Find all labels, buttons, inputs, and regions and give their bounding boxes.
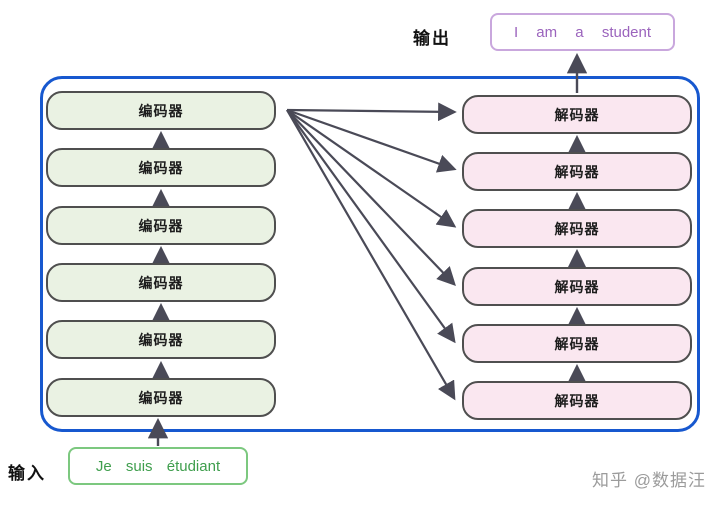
output-label: 输出 [413, 29, 451, 48]
encoder-block-1: 编码器 [46, 91, 276, 130]
input-label: 输入 [8, 464, 46, 483]
decoder-block-4: 解码器 [462, 267, 692, 306]
encoder-label: 编码器 [138, 274, 184, 291]
model-container-outline [40, 76, 700, 432]
encoder-block-5: 编码器 [46, 320, 276, 359]
encoder-label: 编码器 [138, 389, 184, 406]
watermark-zhihu: 知乎 @数据汪 [592, 471, 706, 490]
encoder-label: 编码器 [138, 331, 184, 348]
encoder-label: 编码器 [138, 102, 184, 119]
decoder-label: 解码器 [554, 163, 600, 180]
decoder-label: 解码器 [554, 106, 600, 123]
decoder-block-5: 解码器 [462, 324, 692, 363]
encoder-block-6: 编码器 [46, 378, 276, 417]
decoder-block-2: 解码器 [462, 152, 692, 191]
decoder-label: 解码器 [554, 278, 600, 295]
encoder-label: 编码器 [138, 159, 184, 176]
input-sentence-text: Je suis étudiant [95, 457, 221, 475]
decoder-block-6: 解码器 [462, 381, 692, 420]
decoder-label: 解码器 [554, 392, 600, 409]
decoder-label: 解码器 [554, 335, 600, 352]
encoder-block-4: 编码器 [46, 263, 276, 302]
encoder-label: 编码器 [138, 217, 184, 234]
encoder-block-2: 编码器 [46, 148, 276, 187]
output-sentence-text: I am a student [513, 23, 652, 41]
decoder-block-3: 解码器 [462, 209, 692, 248]
encoder-block-3: 编码器 [46, 206, 276, 245]
decoder-label: 解码器 [554, 220, 600, 237]
decoder-block-1: 解码器 [462, 95, 692, 134]
input-sentence-box: Je suis étudiant [68, 447, 248, 485]
output-sentence-box: I am a student [490, 13, 675, 51]
